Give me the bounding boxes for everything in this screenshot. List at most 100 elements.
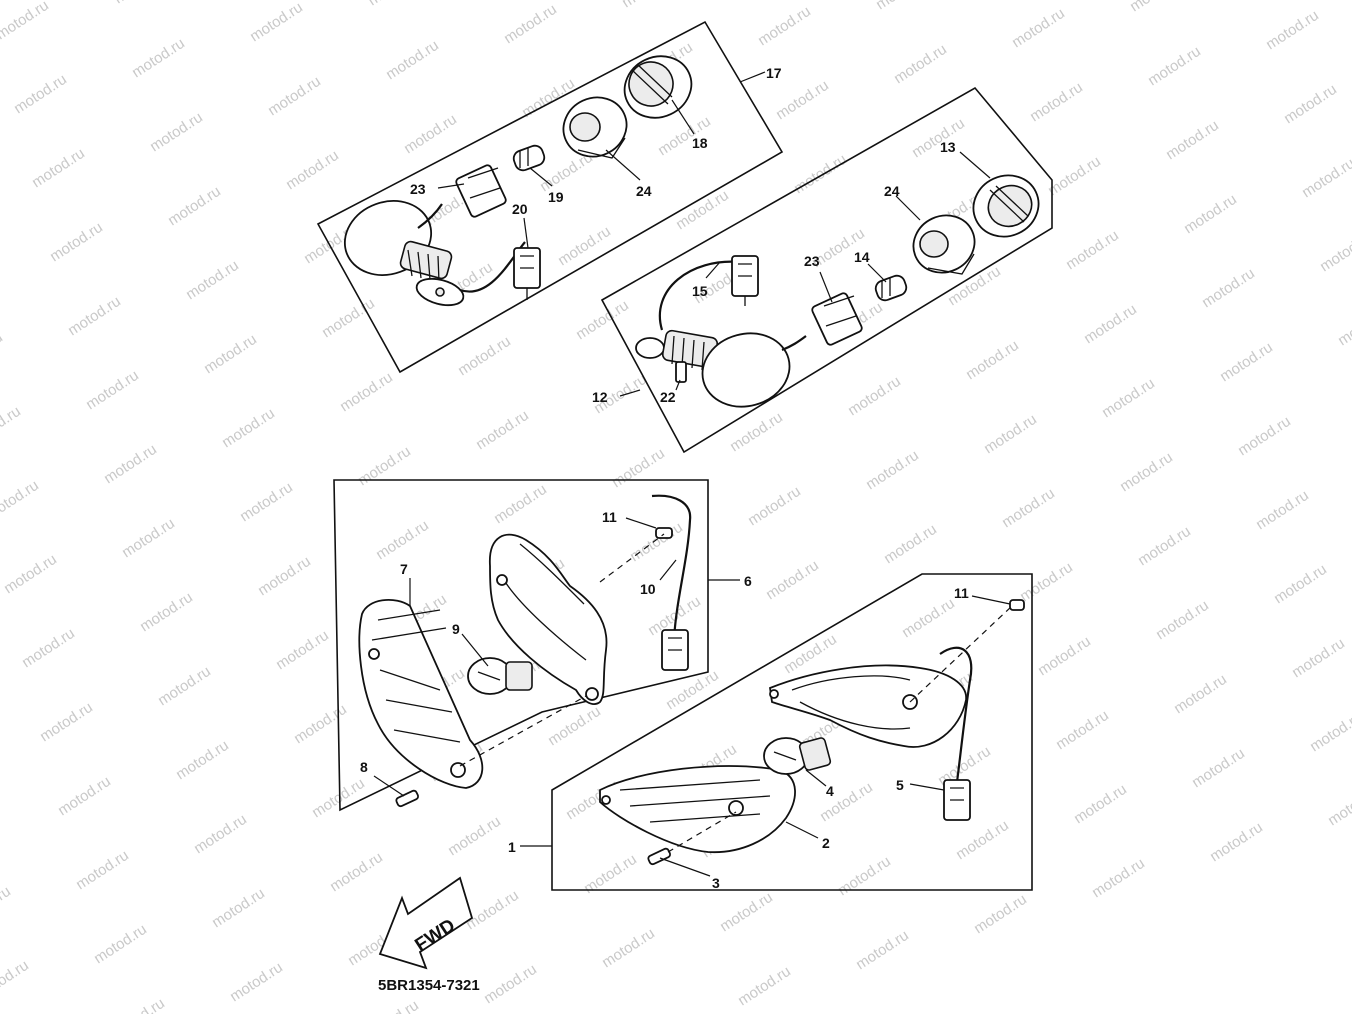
watermark-text: motod.ru — [1207, 819, 1266, 866]
watermark-text: motod.ru — [1063, 227, 1122, 274]
watermark-text: motod.ru — [101, 441, 160, 488]
part-11-screw-upper — [655, 527, 673, 539]
watermark-text: motod.ru — [109, 995, 168, 1014]
watermark-text: motod.ru — [1135, 523, 1194, 570]
callout-18: 18 — [692, 135, 708, 151]
watermark-text: motod.ru — [37, 699, 96, 746]
watermark-text: motod.ru — [573, 297, 632, 344]
watermark-text: motod.ru — [165, 183, 224, 230]
part-11-screw-lower — [1009, 599, 1025, 611]
part-10-housing — [489, 533, 608, 705]
watermark-text: motod.ru — [963, 337, 1022, 384]
callout-7: 7 — [400, 561, 408, 577]
watermark-text: motod.ru — [0, 403, 24, 450]
watermark-text: motod.ru — [1271, 561, 1330, 608]
watermark-text: motod.ru — [219, 405, 278, 452]
part-9-bulb — [467, 657, 533, 695]
watermark-text: motod.ru — [481, 961, 540, 1008]
watermark-text: motod.ru — [1027, 79, 1086, 126]
assembly-6-panel — [333, 479, 709, 812]
part-15-wire — [658, 260, 741, 331]
part-23-socket-lower — [811, 292, 863, 346]
watermark-text: motod.ru — [29, 145, 88, 192]
callout-13: 13 — [940, 139, 956, 155]
watermark-text: motod.ru — [463, 887, 522, 934]
watermark-text: motod.ru — [1189, 745, 1248, 792]
part-24-rubber-lower — [912, 214, 976, 275]
watermark-text: motod.ru — [1045, 153, 1104, 200]
assembly-12-frame — [600, 86, 1053, 454]
watermark-text: motod.ru — [119, 515, 178, 562]
part-5-wire — [939, 646, 973, 791]
watermark-text: motod.ru — [173, 737, 232, 784]
watermark-text: motod.ru — [1181, 191, 1240, 238]
watermark-text: motod.ru — [953, 817, 1012, 864]
watermark-text: motod.ru — [363, 997, 422, 1014]
part-1-housing — [769, 664, 967, 748]
assembly-6-frame — [333, 479, 709, 812]
watermark-text: motod.ru — [19, 625, 78, 672]
watermark-text: motod.ru — [899, 595, 958, 642]
watermark-text: motod.ru — [599, 925, 658, 972]
part-3-screw — [647, 847, 671, 866]
callout-labels: 17 18 24 19 23 20 13 24 14 23 15 12 22 1… — [360, 65, 969, 891]
watermark-text: motod.ru — [201, 331, 260, 378]
watermark-text: motod.ru — [91, 921, 150, 968]
watermark-text: motod.ru — [401, 111, 460, 158]
watermark-text: motod.ru — [1163, 117, 1222, 164]
watermark-text: motod.ru — [1127, 0, 1186, 15]
watermark-text: motod.ru — [1089, 855, 1148, 902]
part-13-lens-ring — [972, 174, 1040, 238]
assembly-17-panel — [316, 20, 784, 374]
watermark-text: motod.ru — [0, 957, 32, 1004]
callout-23-lower: 23 — [804, 253, 820, 269]
watermark-text: motod.ru — [891, 41, 950, 88]
watermark-text: motod.ru — [0, 0, 52, 43]
part-18-lens-ring — [623, 55, 693, 119]
watermark-text: motod.ru — [1199, 265, 1258, 312]
watermark-text: motod.ru — [1307, 709, 1352, 756]
callout-6: 6 — [744, 573, 752, 589]
callout-4: 4 — [826, 783, 834, 799]
watermark-text: motod.ru — [309, 775, 368, 822]
watermark-text: motod.ru — [327, 849, 386, 896]
watermark-text: motod.ru — [1289, 635, 1348, 682]
part-24-rubber-upper — [562, 96, 628, 159]
callout-14: 14 — [854, 249, 870, 265]
assembly-1-panel — [551, 573, 1033, 891]
fwd-arrow: FWD — [378, 876, 474, 970]
callout-11-upper: 11 — [602, 509, 617, 525]
watermark-text: motod.ru — [55, 773, 114, 820]
watermark-text: motod.ru — [83, 367, 142, 414]
watermark-text: motod.ru — [73, 847, 132, 894]
watermark-text: motod.ru — [735, 963, 794, 1010]
callout-5: 5 — [896, 777, 904, 793]
callout-10: 10 — [640, 581, 656, 597]
watermark-text: motod.ru — [763, 557, 822, 604]
watermark-text: motod.ru — [845, 373, 904, 420]
watermark-text: motod.ru — [1281, 81, 1340, 128]
callout-11-lower: 11 — [954, 585, 969, 601]
part-2-lens — [599, 765, 796, 854]
watermark-text: motod.ru — [1171, 671, 1230, 718]
watermark-text: motod.ru — [11, 71, 70, 118]
part-17-wire-a — [417, 203, 443, 229]
callout-12: 12 — [592, 389, 608, 405]
watermark-text: motod.ru — [727, 409, 786, 456]
callout-23-upper: 23 — [410, 181, 426, 197]
watermark-text: motod.ru — [0, 883, 14, 930]
watermark-text: motod.ru — [247, 0, 306, 45]
watermark-text: motod.ru — [319, 295, 378, 342]
watermark-text: motod.ru — [835, 853, 894, 900]
watermark-text: motod.ru — [863, 447, 922, 494]
callout-20: 20 — [512, 201, 528, 217]
watermark-text: motod.ru — [745, 483, 804, 530]
part-6-wire — [651, 494, 692, 641]
callout-2: 2 — [822, 835, 830, 851]
watermark-text: motod.ru — [1009, 5, 1068, 52]
callout-19: 19 — [548, 189, 564, 205]
watermark-text: motod.ru — [1145, 43, 1204, 90]
watermark-text: motod.ru — [455, 333, 514, 380]
callout-3: 3 — [712, 875, 720, 891]
watermark-text: motod.ru — [365, 0, 424, 9]
